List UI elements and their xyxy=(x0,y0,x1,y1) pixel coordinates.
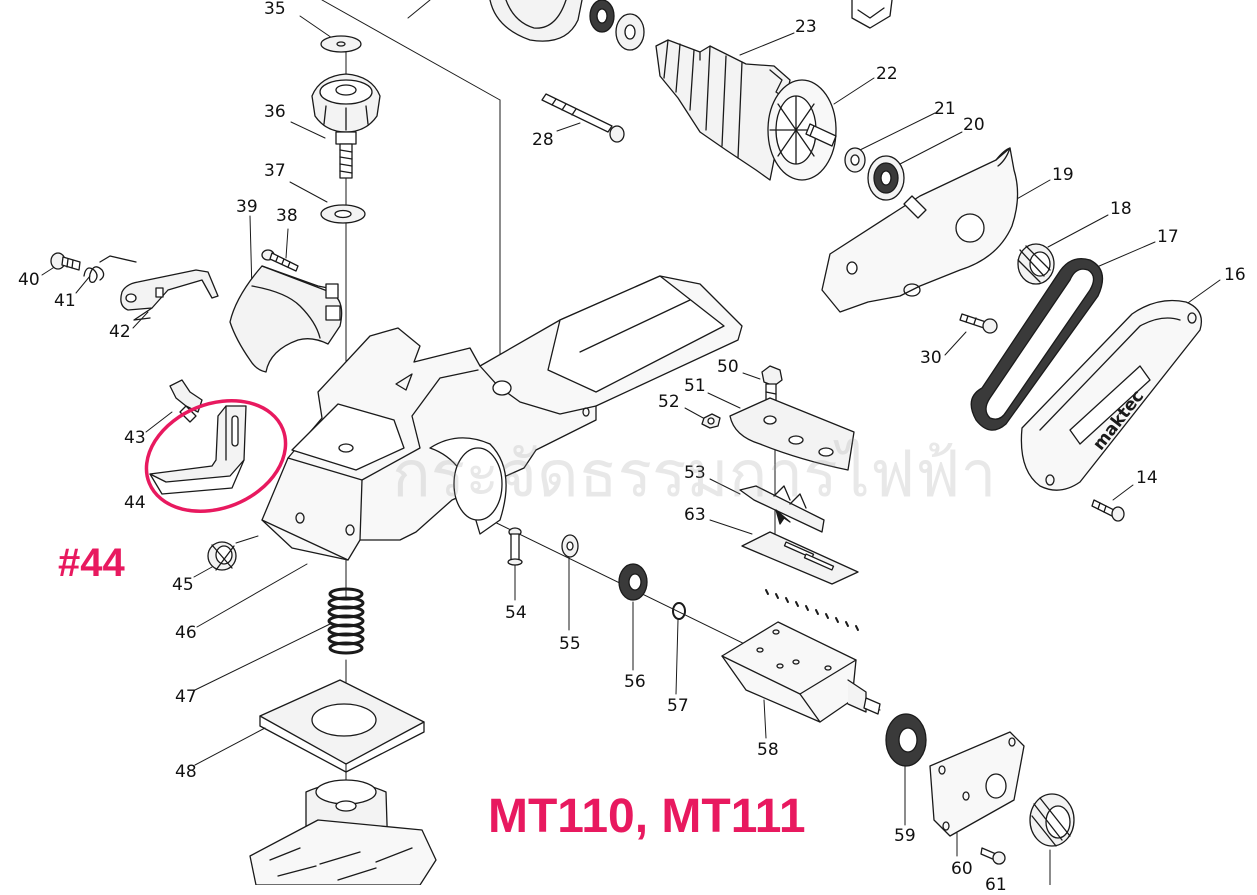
part-label-37: 37 xyxy=(264,161,286,181)
part-18-pulley xyxy=(1017,243,1055,285)
part-40-screw xyxy=(50,252,81,271)
part-45-knob-nut xyxy=(207,541,237,571)
part-label-59: 59 xyxy=(894,826,916,846)
part-label-54: 54 xyxy=(505,603,527,623)
part-30-screw xyxy=(959,313,998,334)
part-label-58: 58 xyxy=(757,740,779,760)
part-label-41: 41 xyxy=(54,291,76,311)
part-label-52: 52 xyxy=(658,392,680,412)
part-label-21: 21 xyxy=(934,99,956,119)
part-55-washer xyxy=(561,534,579,558)
part-44-highlight-circle xyxy=(144,399,288,513)
part-shoe-base xyxy=(249,779,437,885)
part-label-55: 55 xyxy=(559,634,581,654)
part-35-washer xyxy=(320,35,362,53)
part-label-22: 22 xyxy=(876,64,898,84)
part-label-51: 51 xyxy=(684,376,706,396)
part-label-48: 48 xyxy=(175,762,197,782)
part-label-16: 16 xyxy=(1224,265,1246,285)
part-61-screw xyxy=(980,847,1006,865)
part-21-washer xyxy=(844,147,866,173)
part-59-bearing xyxy=(885,713,927,767)
part-label-14: 14 xyxy=(1136,468,1158,488)
part-23-armature xyxy=(655,39,837,181)
part-48-square-plate xyxy=(259,679,425,773)
part-16-belt-cover xyxy=(1020,299,1203,491)
part-46-main-housing xyxy=(261,275,743,561)
part-19-gear-housing xyxy=(821,147,1019,313)
part-label-39: 39 xyxy=(236,197,258,217)
part-43-wing-bolt xyxy=(169,379,203,423)
part-63-blade xyxy=(741,509,859,585)
part-label-36: 36 xyxy=(264,102,286,122)
part-42-lever-plate xyxy=(120,269,219,321)
part-39-chip-deflector xyxy=(229,265,343,373)
model-label: MT110, MT111 xyxy=(488,790,806,843)
part-label-20: 20 xyxy=(963,115,985,135)
part-pin-row xyxy=(765,589,859,631)
part-label-53: 53 xyxy=(684,463,706,483)
part-51-blade-holder xyxy=(729,397,855,471)
part-label-40: 40 xyxy=(18,270,40,290)
part-56-bearing xyxy=(618,563,648,601)
part-57-circlip xyxy=(672,602,686,620)
part-17-belt xyxy=(970,257,1104,431)
part-37-washer xyxy=(320,204,366,224)
part-label-38: 38 xyxy=(276,206,298,226)
part-label-56: 56 xyxy=(624,672,646,692)
part-38-screw xyxy=(261,249,299,272)
part-label-60: 60 xyxy=(951,859,973,879)
highlight-part-label: #44 xyxy=(58,541,125,585)
part-label-35: 35 xyxy=(264,0,286,19)
part-52-nut xyxy=(701,413,721,429)
part-label-28: 28 xyxy=(532,130,554,150)
part-label-43: 43 xyxy=(124,428,146,448)
part-label-42: 42 xyxy=(109,322,131,342)
part-14-screw xyxy=(1091,499,1125,522)
part-58-drum xyxy=(721,621,881,723)
part-60-bearing-plate xyxy=(929,731,1025,837)
part-20-bearing xyxy=(867,155,905,201)
part-label-23: 23 xyxy=(795,17,817,37)
part-label-63: 63 xyxy=(684,505,706,525)
part-41-spring xyxy=(83,255,137,283)
part-36-knob xyxy=(311,73,381,179)
part-label-44: 44 xyxy=(124,493,146,513)
part-label-30: 30 xyxy=(920,348,942,368)
watermark-text: กระจัดธรรมการไฟฟ้า xyxy=(392,438,997,512)
part-label-50: 50 xyxy=(717,357,739,377)
part-54-screw xyxy=(507,527,523,566)
part-label-47: 47 xyxy=(175,687,197,707)
part-label-46: 46 xyxy=(175,623,197,643)
part-top-fragments xyxy=(489,0,893,51)
part-28-screw xyxy=(541,93,625,143)
part-44-guide-plate xyxy=(149,405,247,495)
part-53-clamp xyxy=(739,485,825,533)
part-label-18: 18 xyxy=(1110,199,1132,219)
part-drum-pulley xyxy=(1029,793,1075,847)
part-label-61: 61 xyxy=(985,875,1007,895)
part-47-spring xyxy=(327,587,365,655)
part-label-45: 45 xyxy=(172,575,194,595)
part-label-19: 19 xyxy=(1052,165,1074,185)
part-label-17: 17 xyxy=(1157,227,1179,247)
part-label-57: 57 xyxy=(667,696,689,716)
